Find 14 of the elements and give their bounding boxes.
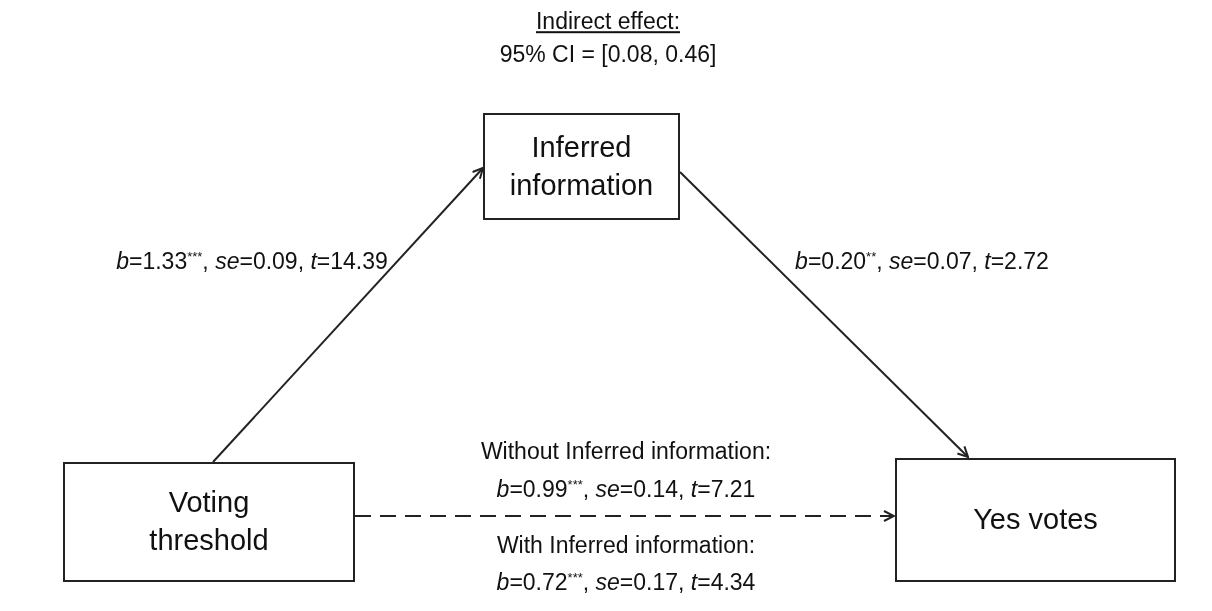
arrow — [679, 171, 969, 458]
statistic-label: b=0.99$^{***}$, se=0.14, t=7.21 — [496, 476, 756, 504]
edge-label: b=1.33$^{***}$, se=0.09, t=14.39 — [116, 248, 388, 276]
statistic-label: 95% CI = [0.08, 0.46] — [499, 41, 717, 69]
dashed-arrow — [354, 510, 895, 522]
edge-label: b=0.20$^{**}$, se=0.07, t=2.72 — [795, 248, 1049, 276]
variable-box: Inferred information — [483, 113, 680, 220]
heading-label: Indirect effect: — [536, 8, 680, 36]
statistic-label: b=0.72$^{***}$, se=0.17, t=4.34 — [496, 569, 756, 597]
arrow — [212, 167, 484, 463]
path-label: Without Inferred information: — [480, 438, 772, 466]
variable-box: Yes votes — [895, 458, 1176, 582]
path-label: With Inferred information: — [496, 532, 756, 560]
variable-box: Voting threshold — [63, 462, 355, 582]
